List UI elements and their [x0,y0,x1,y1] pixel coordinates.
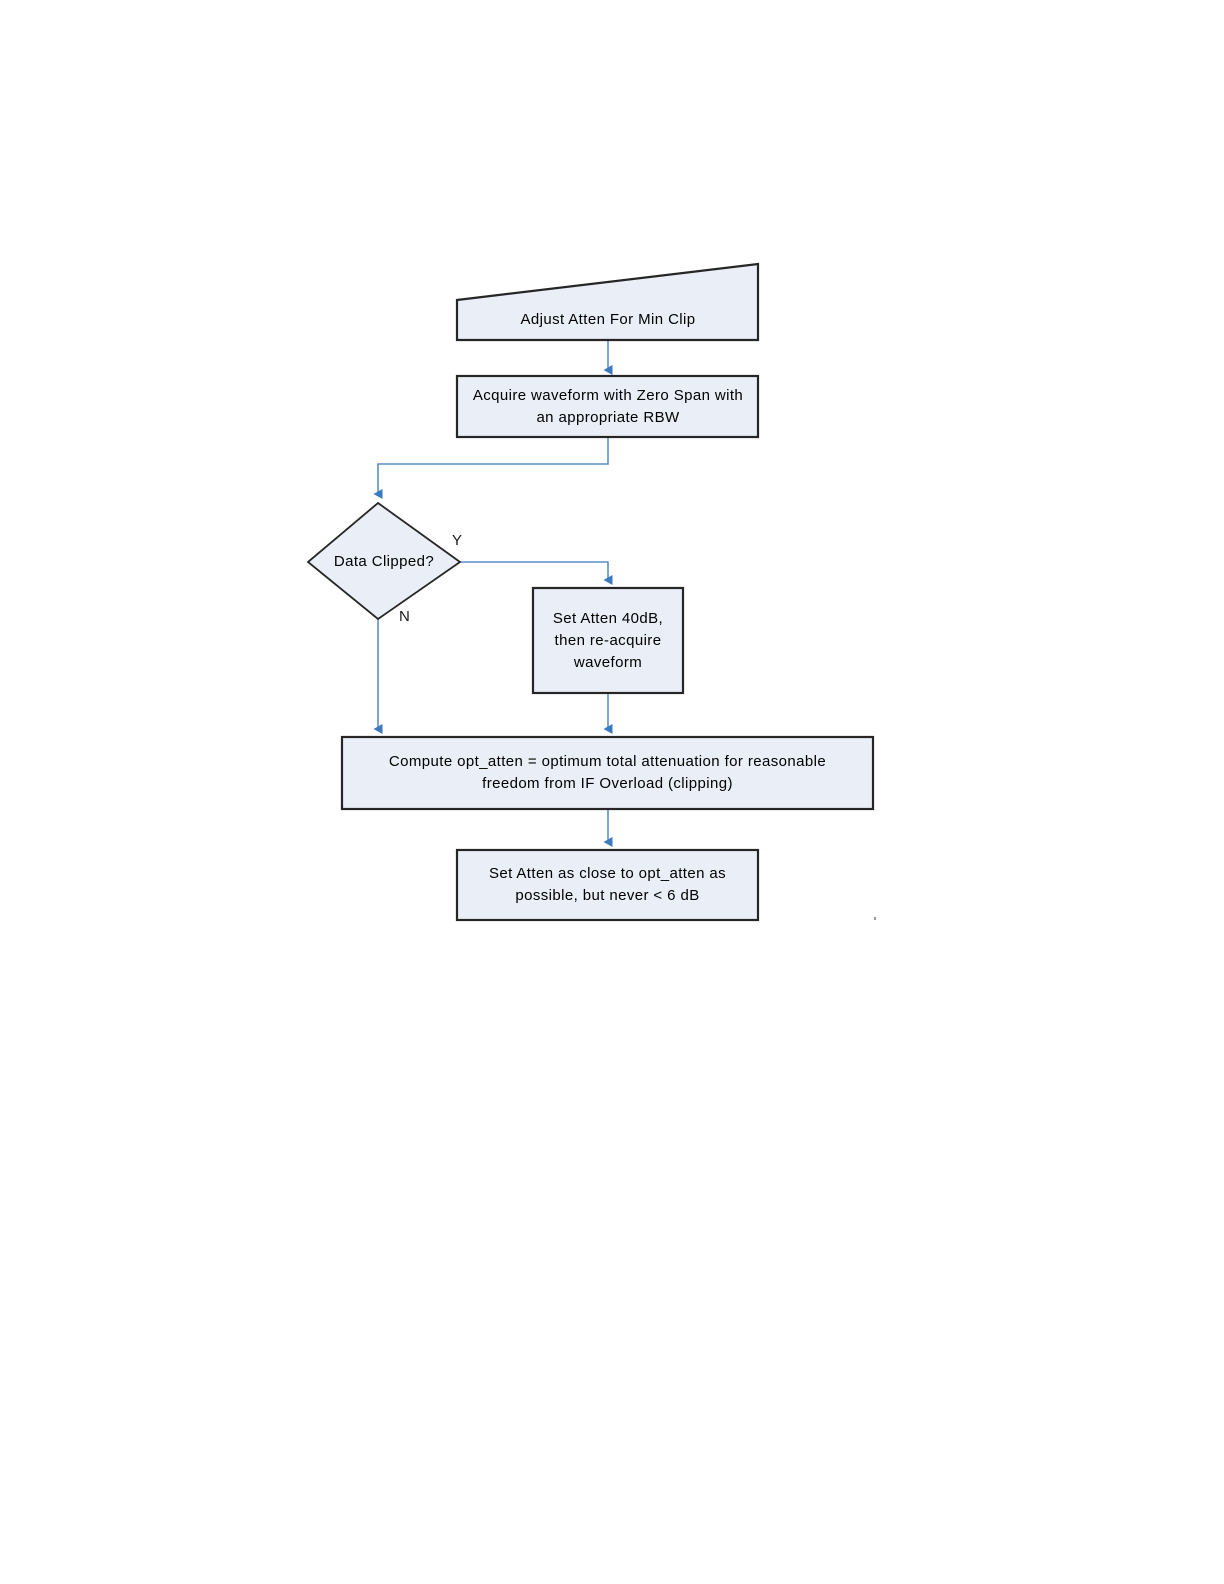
node-start-shape[interactable] [455,262,760,342]
edge-label-no: N [399,608,411,625]
edge-decision-yes-to-set-atten [460,561,613,585]
stray-artifact-dot [874,917,876,920]
edge-acquire-to-decision [373,437,609,499]
node-final-shape[interactable] [455,848,760,922]
node-set-atten-shape[interactable] [531,586,685,695]
node-compute-shape[interactable] [340,735,875,811]
connector-layer [373,341,613,847]
node-decision-shape[interactable] [306,501,462,621]
edge-label-yes: Y [452,532,463,549]
node-acquire-shape[interactable] [455,374,760,439]
